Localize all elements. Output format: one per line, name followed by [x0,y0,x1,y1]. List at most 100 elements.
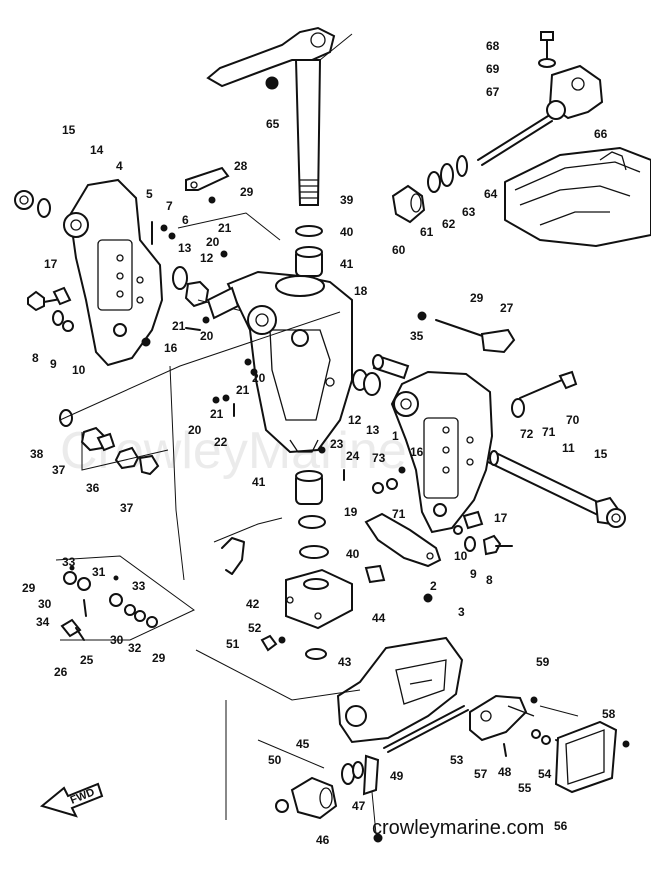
callout-27: 27 [500,301,514,315]
fwd-arrow-icon: FWD [39,782,104,818]
cover-plate-56 [554,720,618,794]
ring-43 [305,648,327,660]
callout-29: 29 [152,651,166,665]
clip-detail [213,517,283,575]
bolt-8-washers [27,290,74,332]
callout-52: 52 [248,621,262,635]
bracket-53 [469,694,535,742]
callout-13: 13 [178,241,192,255]
bolt-3 [423,593,433,603]
callout-15: 15 [62,123,76,137]
washers-61-62-63 [427,155,468,193]
callout-16: 16 [410,445,424,459]
site-url: crowleymarine.com [372,817,544,839]
callout-10: 10 [454,549,468,563]
screw-59 [530,696,538,704]
screw-51 [260,634,278,652]
screw-58 [622,740,630,748]
lower-mount-bracket [336,636,464,744]
callout-28: 28 [234,159,248,173]
callout-16: 16 [164,341,178,355]
callout-30: 30 [110,633,124,647]
callout-31: 31 [92,565,106,579]
bolt-8-right-washers [453,525,513,556]
callout-10: 10 [72,363,86,377]
callout-25: 25 [80,653,94,667]
callout-68: 68 [486,39,500,53]
callout-6: 6 [182,213,189,227]
callout-11: 11 [562,441,575,455]
callout-33: 33 [132,579,146,593]
callout-38: 38 [30,447,44,461]
hull-section [504,147,651,247]
washer-52 [278,636,286,644]
callout-39: 39 [340,193,354,207]
washer-40-upper [295,225,323,237]
callout-35: 35 [410,329,424,343]
washer-38 [59,409,73,427]
callout-29: 29 [22,581,36,595]
callout-33: 33 [62,555,76,569]
callout-18: 18 [354,284,368,298]
callout-37: 37 [120,501,134,515]
bolts-48-54-55-57 [503,729,571,757]
shaft-49 [383,705,469,753]
grease-nipples-20-21-22 [212,358,258,417]
callout-2: 2 [430,579,437,593]
callout-64: 64 [484,187,498,201]
callout-50: 50 [268,753,282,767]
washer-50 [275,799,289,813]
cylinder-sleeve [206,286,240,320]
callout-29: 29 [470,291,484,305]
callout-3: 3 [458,605,465,619]
callout-55: 55 [518,781,532,795]
bolt-68 [540,31,554,59]
callout-40: 40 [346,547,360,561]
callout-44: 44 [372,611,386,625]
callout-9: 9 [50,357,57,371]
bushing-45 [290,776,338,820]
callout-67: 67 [486,85,500,99]
grease-nipples-16-71-73 [372,466,406,494]
grease-nipple-16-left [141,337,151,347]
callout-61: 61 [420,225,434,239]
callout-32: 32 [128,641,142,655]
callout-62: 62 [442,217,456,231]
callout-labels: 6869676566646362616039404128291514457621… [22,39,616,847]
callout-57: 57 [474,767,488,781]
callout-72: 72 [520,427,534,441]
pin-44 [364,564,386,584]
callout-48: 48 [498,765,512,779]
callout-42: 42 [246,597,260,611]
callout-1: 1 [392,429,399,443]
steering-yoke-42 [285,568,353,630]
callout-65: 65 [266,117,280,131]
callout-15: 15 [594,447,608,461]
callout-9: 9 [470,567,477,581]
bolt-70 [519,370,578,399]
callout-45: 45 [296,737,310,751]
bracket-28 [185,166,230,191]
callout-19: 19 [344,505,358,519]
bracket-67 [546,64,604,120]
callout-23: 23 [330,437,344,451]
bushing-12-13-left [172,266,210,308]
grease-kit [60,565,158,641]
callout-12: 12 [348,413,362,427]
plate-19 [298,515,326,529]
callout-36: 36 [86,481,100,495]
pin-21-20 [185,316,210,331]
callout-63: 63 [462,205,476,219]
callout-66: 66 [594,127,608,141]
tilt-stop-lever-2 [364,512,442,568]
callout-56: 56 [554,819,568,833]
fitting-17-right [462,510,484,530]
washer-69 [538,58,556,68]
bolt-29-upper [208,196,216,204]
callout-71: 71 [542,425,556,439]
steering-shaft [294,33,353,206]
pin-35 [372,354,410,380]
callout-70: 70 [566,413,580,427]
